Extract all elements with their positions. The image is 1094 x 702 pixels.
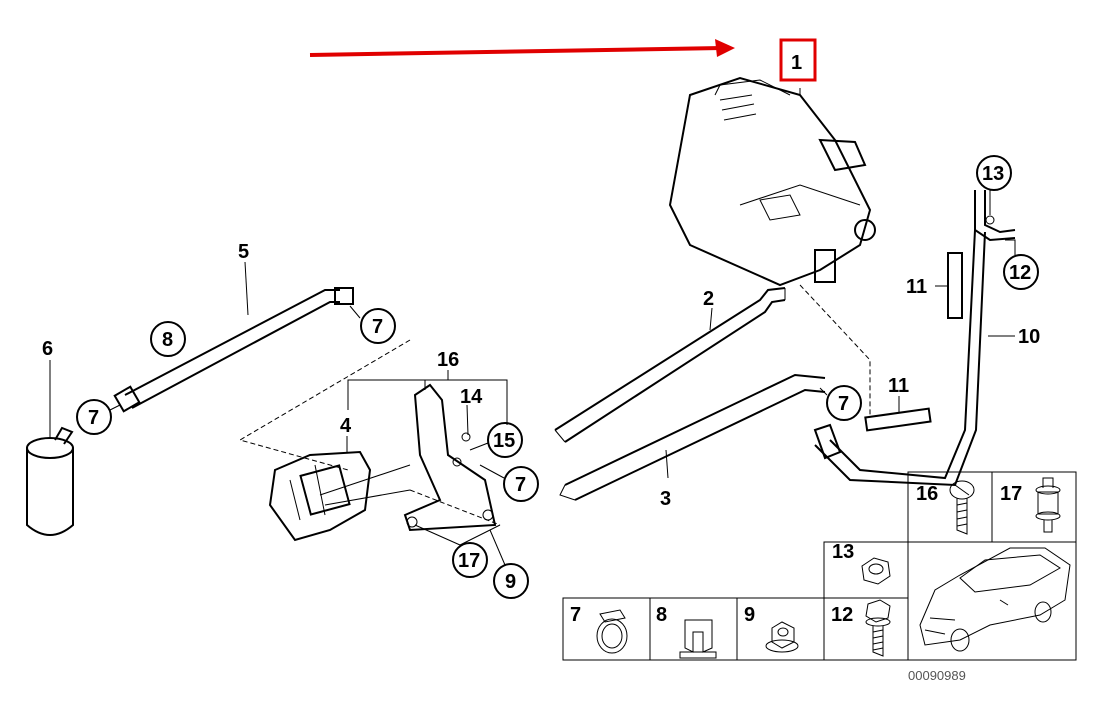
callout-16-group: 16 <box>347 349 508 425</box>
callout-3: 3 <box>660 488 671 510</box>
purge-valve[interactable] <box>268 450 411 542</box>
legend-label-12: 12 <box>831 604 853 626</box>
callout-7d: 7 <box>479 464 539 502</box>
svg-text:12: 12 <box>1009 262 1031 284</box>
legend-label-17: 17 <box>1000 483 1022 505</box>
pad-11-upper[interactable] <box>947 252 963 319</box>
callout-16: 16 <box>437 349 459 371</box>
car-illustration <box>919 547 1071 652</box>
nut-13-icon <box>861 557 891 585</box>
flange-nut-9-icon <box>765 621 799 653</box>
callout-4: 4 <box>340 415 352 437</box>
pad-11-lower[interactable] <box>864 407 932 432</box>
callout-10: 10 <box>1018 326 1040 348</box>
mount-17-icon <box>1035 477 1061 533</box>
callout-7a: 7 <box>349 305 396 344</box>
bolt-12-icon <box>865 599 891 657</box>
diagram-code: 00090989 <box>908 668 966 683</box>
callout-2: 2 <box>703 288 714 310</box>
svg-text:7: 7 <box>515 474 526 496</box>
bolt-16-icon <box>949 480 975 535</box>
callout-11b: 11 <box>888 375 909 397</box>
callout-5: 5 <box>238 241 249 263</box>
callout-8: 8 <box>150 321 186 357</box>
charcoal-canister[interactable] <box>668 76 876 287</box>
callout-14: 14 <box>460 386 483 408</box>
callout-11a: 11 <box>906 276 927 298</box>
legend-cell-12 <box>823 597 909 661</box>
filter-6[interactable] <box>26 426 74 536</box>
legend-label-13: 13 <box>832 541 854 563</box>
callout-15: 15 <box>469 422 523 458</box>
legend-panel: 16 17 13 <box>562 471 1077 661</box>
callout-6: 6 <box>42 338 53 360</box>
callout-1-highlight-box <box>779 38 817 82</box>
hose-3[interactable] <box>559 373 826 501</box>
legend-label-8: 8 <box>656 604 667 626</box>
svg-text:9: 9 <box>505 571 516 593</box>
svg-text:7: 7 <box>372 316 383 338</box>
hose-2[interactable] <box>554 287 786 443</box>
callout-7b: 7 <box>76 399 121 435</box>
legend-label-16: 16 <box>916 483 938 505</box>
svg-text:7: 7 <box>88 407 99 429</box>
support-bracket-10[interactable] <box>813 190 1016 487</box>
callout-13: 13 <box>976 155 1012 215</box>
svg-text:13: 13 <box>982 163 1004 185</box>
clip-8-icon <box>679 619 717 659</box>
svg-text:17: 17 <box>458 550 480 572</box>
legend-label-7: 7 <box>570 604 581 626</box>
svg-text:8: 8 <box>162 329 173 351</box>
highlight-arrow <box>309 39 735 57</box>
hose-clamp-7-icon <box>596 609 628 654</box>
callout-9: 9 <box>489 529 529 599</box>
hose-5[interactable] <box>113 287 354 413</box>
callout-7c: 7 <box>819 385 862 421</box>
leader-lines <box>238 284 871 526</box>
svg-text:15: 15 <box>493 430 515 452</box>
svg-text:7: 7 <box>838 393 849 415</box>
legend-label-9: 9 <box>744 604 755 626</box>
callout-17: 17 <box>414 524 501 578</box>
callout-12: 12 <box>1003 239 1039 290</box>
callout-1: 1 <box>791 52 802 74</box>
